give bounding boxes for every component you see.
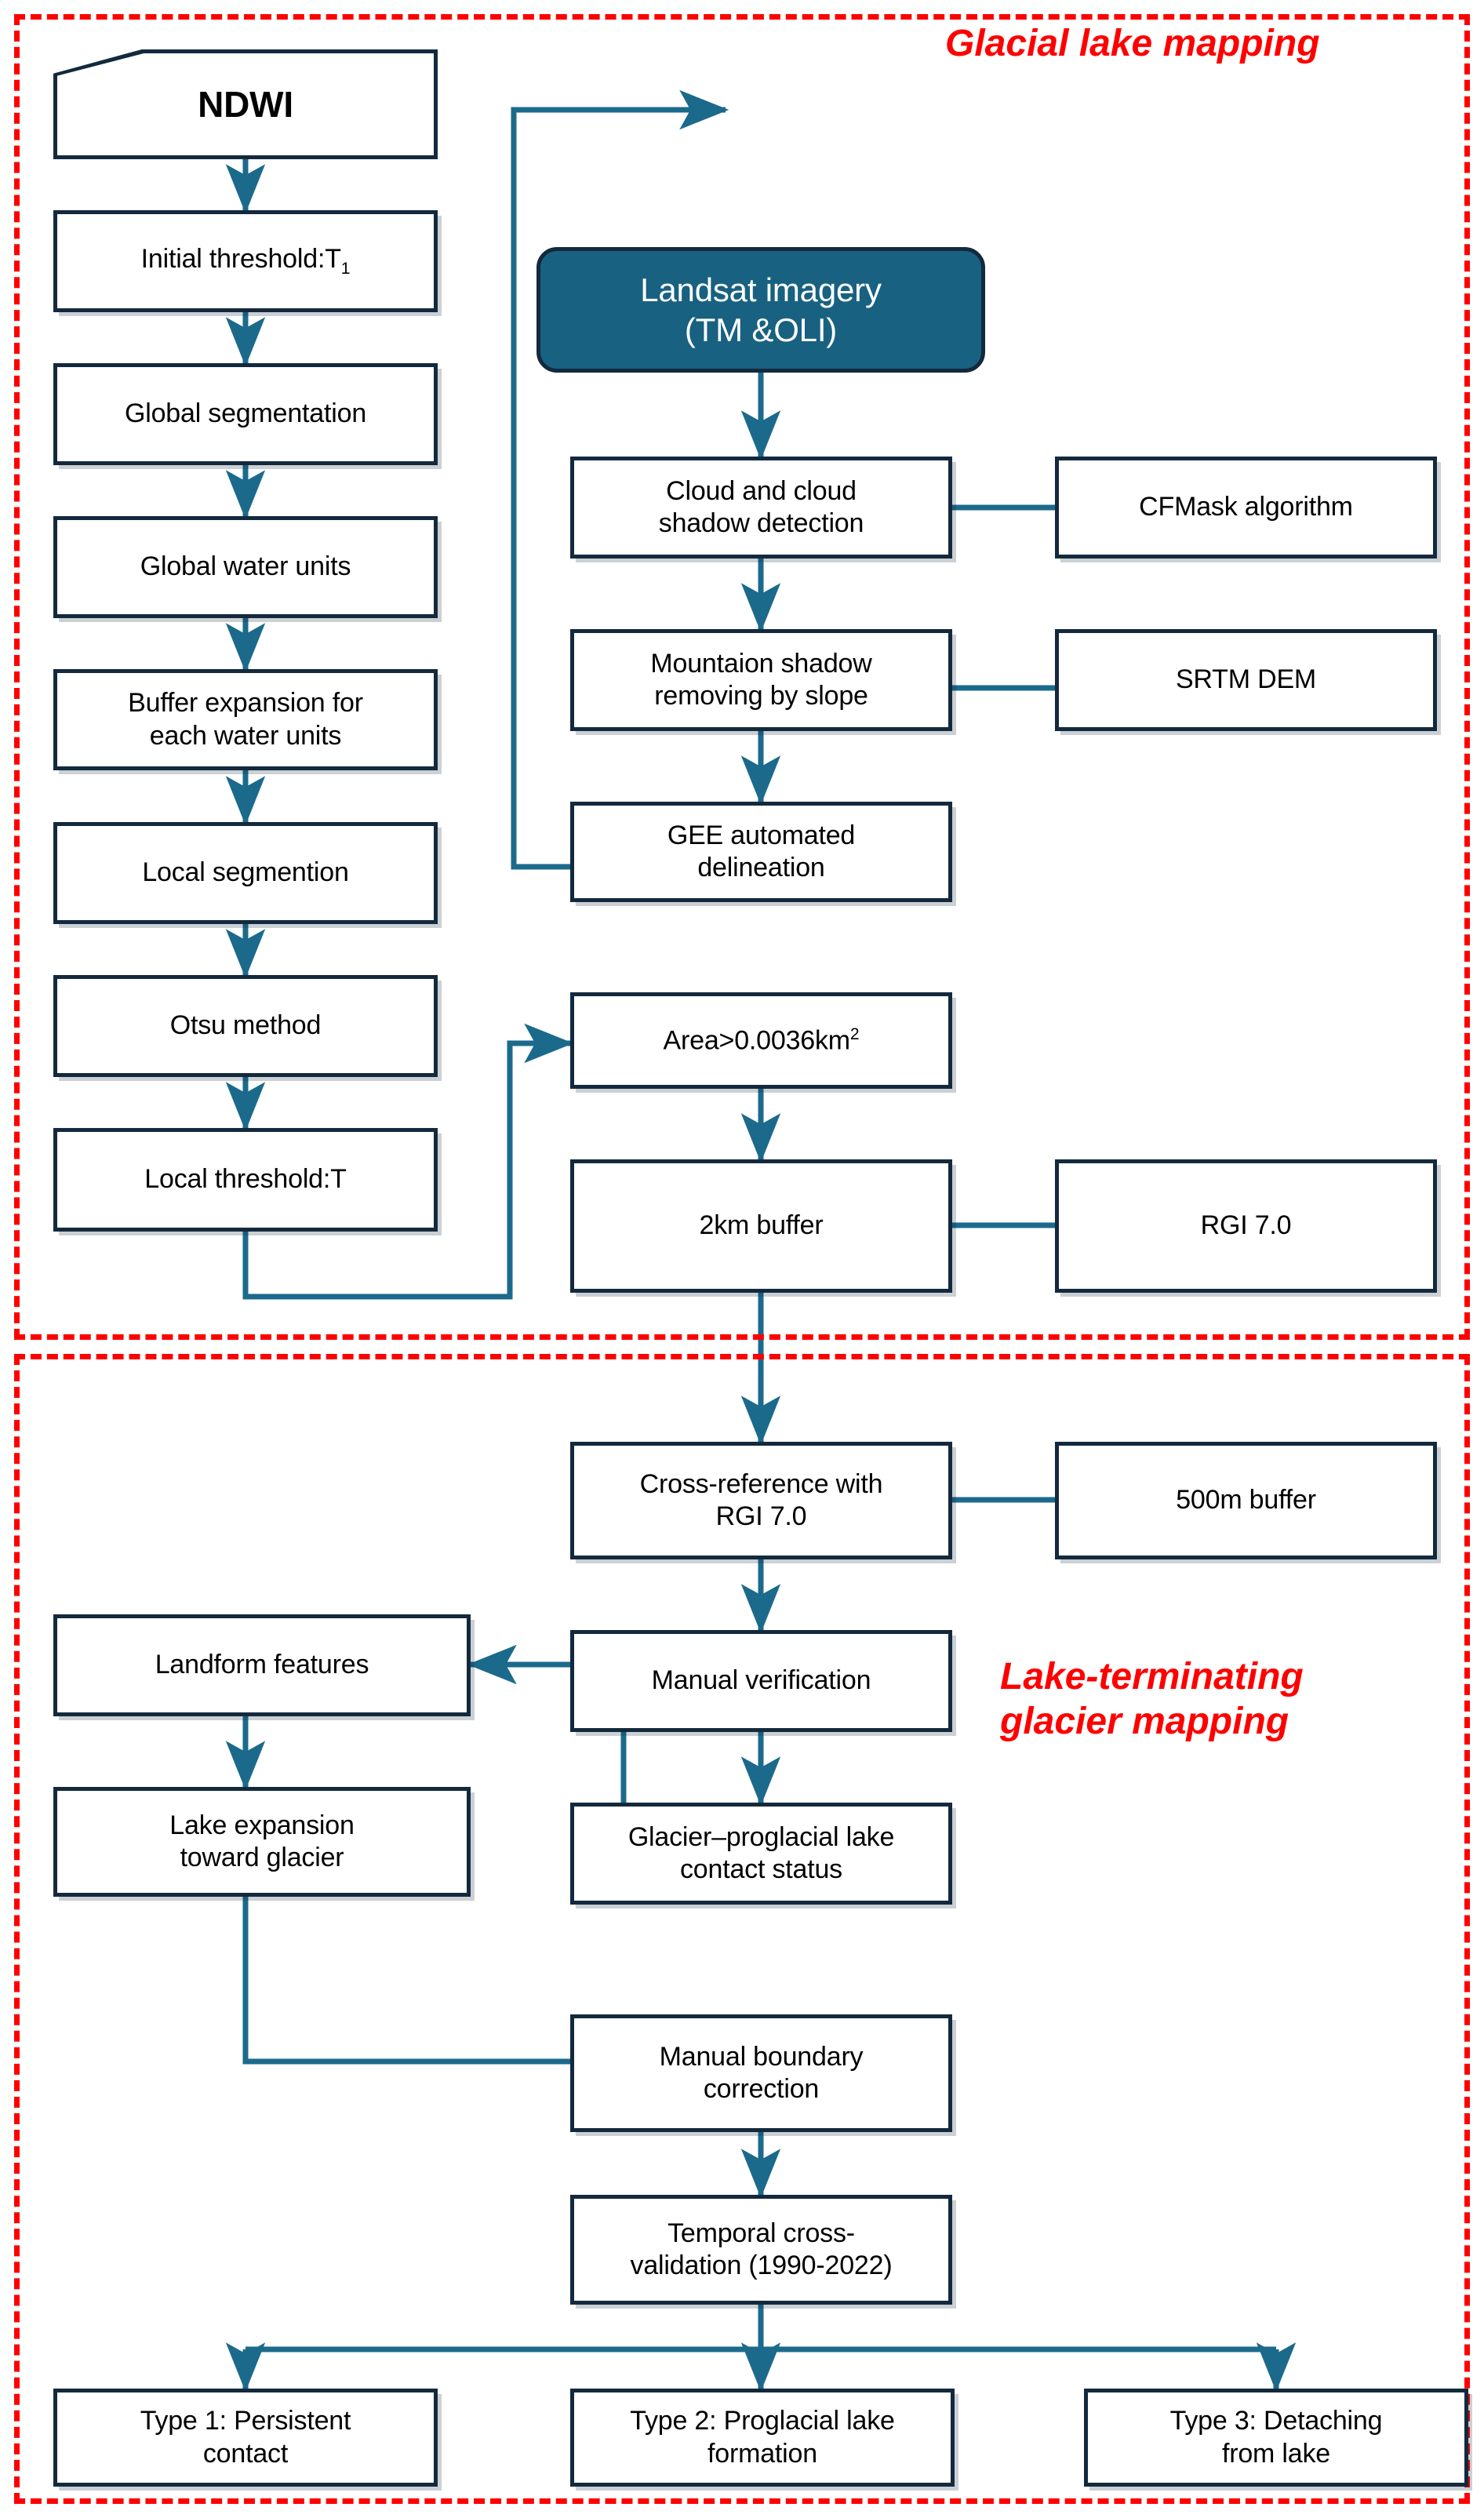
ndwi-shape-face [57,53,434,155]
section-title-glacial-lake-mapping: Glacial lake mapping [945,23,1320,64]
node-manual-boundary-correction-label: Manual boundary correction [659,2041,864,2104]
node-type-3[interactable]: Type 3: Detaching from lake [1084,2389,1468,2487]
node-local-segmention[interactable]: Local segmention [53,822,438,924]
node-global-segmentation[interactable]: Global segmentation [53,363,438,465]
node-500m-buffer[interactable]: 500m buffer [1055,1442,1437,1559]
node-global-segmentation-label: Global segmentation [124,398,367,429]
node-contact-status-label: Glacier–proglacial lake contact status [627,1821,895,1884]
node-cfmask-algorithm[interactable]: CFMask algorithm [1055,457,1437,559]
node-500m-buffer-label: 500m buffer [1176,1485,1316,1516]
node-gee-delineation-label: GEE automated delineation [667,820,856,882]
node-manual-boundary-correction[interactable]: Manual boundary correction [570,2014,952,2132]
node-temporal-validation[interactable]: Temporal cross- validation (1990-2022) [570,2195,952,2305]
node-cloud-detection-label: Cloud and cloud shadow detection [658,475,864,538]
node-cross-reference[interactable]: Cross-reference with RGI 7.0 [570,1442,952,1559]
node-ndwi[interactable]: NDWI [53,49,438,159]
node-rgi-70-label: RGI 7.0 [1200,1210,1292,1241]
node-global-water-units[interactable]: Global water units [53,516,438,618]
node-area-threshold-superscript: 2 [849,1024,860,1043]
edge-localthreshold-to-area [242,1023,574,1300]
node-buffer-expansion[interactable]: Buffer expansion for each water units [53,669,438,770]
node-2km-buffer-label: 2km buffer [699,1210,824,1241]
node-lake-expansion[interactable]: Lake expansion toward glacier [53,1787,471,1897]
node-local-segmention-label: Local segmention [142,857,349,888]
node-type-1[interactable]: Type 1: Persistent contact [53,2389,438,2487]
edge-gee-to-ndwi [511,89,729,870]
node-landform-features-label: Landform features [155,1650,369,1680]
node-manual-verification[interactable]: Manual verification [570,1630,952,1732]
node-local-threshold[interactable]: Local threshold:T [53,1128,438,1232]
node-buffer-expansion-label: Buffer expansion for each water units [128,688,363,751]
node-landform-features[interactable]: Landform features [53,1614,471,1716]
node-type-1-label: Type 1: Persistent contact [140,2406,351,2469]
node-rgi-70[interactable]: RGI 7.0 [1055,1159,1437,1293]
node-global-water-units-label: Global water units [140,551,351,582]
node-lake-expansion-label: Lake expansion toward glacier [169,1810,355,1872]
node-srtm-dem-label: SRTM DEM [1175,664,1317,695]
node-cross-reference-label: Cross-reference with RGI 7.0 [639,1468,883,1531]
node-contact-status[interactable]: Glacier–proglacial lake contact status [570,1803,952,1905]
node-landsat-imagery-label: Landsat imagery (TM &OLI) [640,271,882,348]
node-initial-threshold-subscript: 1 [340,260,351,278]
node-initial-threshold-label: Initial threshold:T [140,244,341,275]
node-temporal-validation-label: Temporal cross- validation (1990-2022) [630,2218,893,2280]
node-type-2-label: Type 2: Proglacial lake formation [630,2406,895,2469]
node-gee-delineation[interactable]: GEE automated delineation [570,802,952,902]
node-ndwi-label: NDWI [198,83,293,125]
node-local-threshold-label: Local threshold:T [144,1164,347,1195]
node-2km-buffer[interactable]: 2km buffer [570,1159,952,1293]
node-area-threshold[interactable]: Area>0.0036km2 [570,992,952,1089]
node-mountain-shadow[interactable]: Mountaion shadow removing by slope [570,629,952,731]
node-cloud-detection[interactable]: Cloud and cloud shadow detection [570,457,952,559]
node-manual-verification-label: Manual verification [651,1665,871,1696]
node-landsat-imagery[interactable]: Landsat imagery (TM &OLI) [536,247,985,373]
node-type-2[interactable]: Type 2: Proglacial lake formation [570,2389,955,2487]
edge-lakeexpansion-to-manualboundary [242,1897,704,2082]
node-otsu-method[interactable]: Otsu method [53,975,438,1077]
node-cfmask-algorithm-label: CFMask algorithm [1139,492,1353,522]
node-type-3-label: Type 3: Detaching from lake [1169,2406,1383,2469]
node-otsu-method-label: Otsu method [169,1010,322,1041]
section-title-lake-terminating-glacier-mapping: Lake-terminating glacier mapping [1000,1656,1304,1742]
node-initial-threshold[interactable]: Initial threshold:T1 [53,210,438,312]
node-mountain-shadow-label: Mountaion shadow removing by slope [650,648,872,711]
node-area-threshold-label: Area>0.0036km [663,1024,851,1055]
node-srtm-dem[interactable]: SRTM DEM [1055,629,1437,731]
